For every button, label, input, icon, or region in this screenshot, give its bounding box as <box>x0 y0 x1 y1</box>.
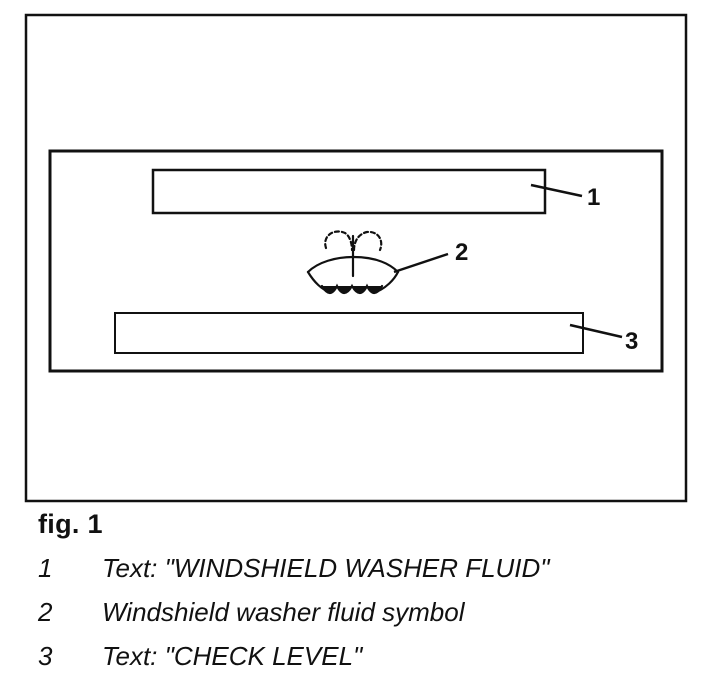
outer-frame <box>24 13 688 503</box>
text-field-windshield-washer-fluid <box>151 168 547 215</box>
legend-text: Text: "CHECK LEVEL" <box>102 641 363 671</box>
figure-caption: fig. 1 1 Text: "WINDSHIELD WASHER FLUID"… <box>38 508 678 678</box>
leader-line-3 <box>569 323 623 339</box>
figure-label: fig. 1 <box>38 509 103 539</box>
legend-item: 3 Text: "CHECK LEVEL" <box>38 634 678 678</box>
leader-line-2 <box>393 252 449 274</box>
legend-item: 2 Windshield washer fluid symbol <box>38 590 678 634</box>
legend-item: 1 Text: "WINDSHIELD WASHER FLUID" <box>38 546 678 590</box>
legend-number: 3 <box>38 641 53 671</box>
legend-number: 1 <box>38 553 53 583</box>
leader-line-1 <box>530 183 583 198</box>
legend-text: Text: "WINDSHIELD WASHER FLUID" <box>102 553 550 583</box>
text-field-check-level <box>114 312 584 354</box>
callout-number-1: 1 <box>587 184 600 211</box>
washer-fluid-symbol-icon <box>306 230 400 295</box>
display-panel <box>48 149 664 373</box>
callout-number-3: 3 <box>625 328 638 355</box>
legend-number: 2 <box>38 597 53 627</box>
callout-number-2: 2 <box>455 239 468 266</box>
legend-text: Windshield washer fluid symbol <box>102 597 465 627</box>
